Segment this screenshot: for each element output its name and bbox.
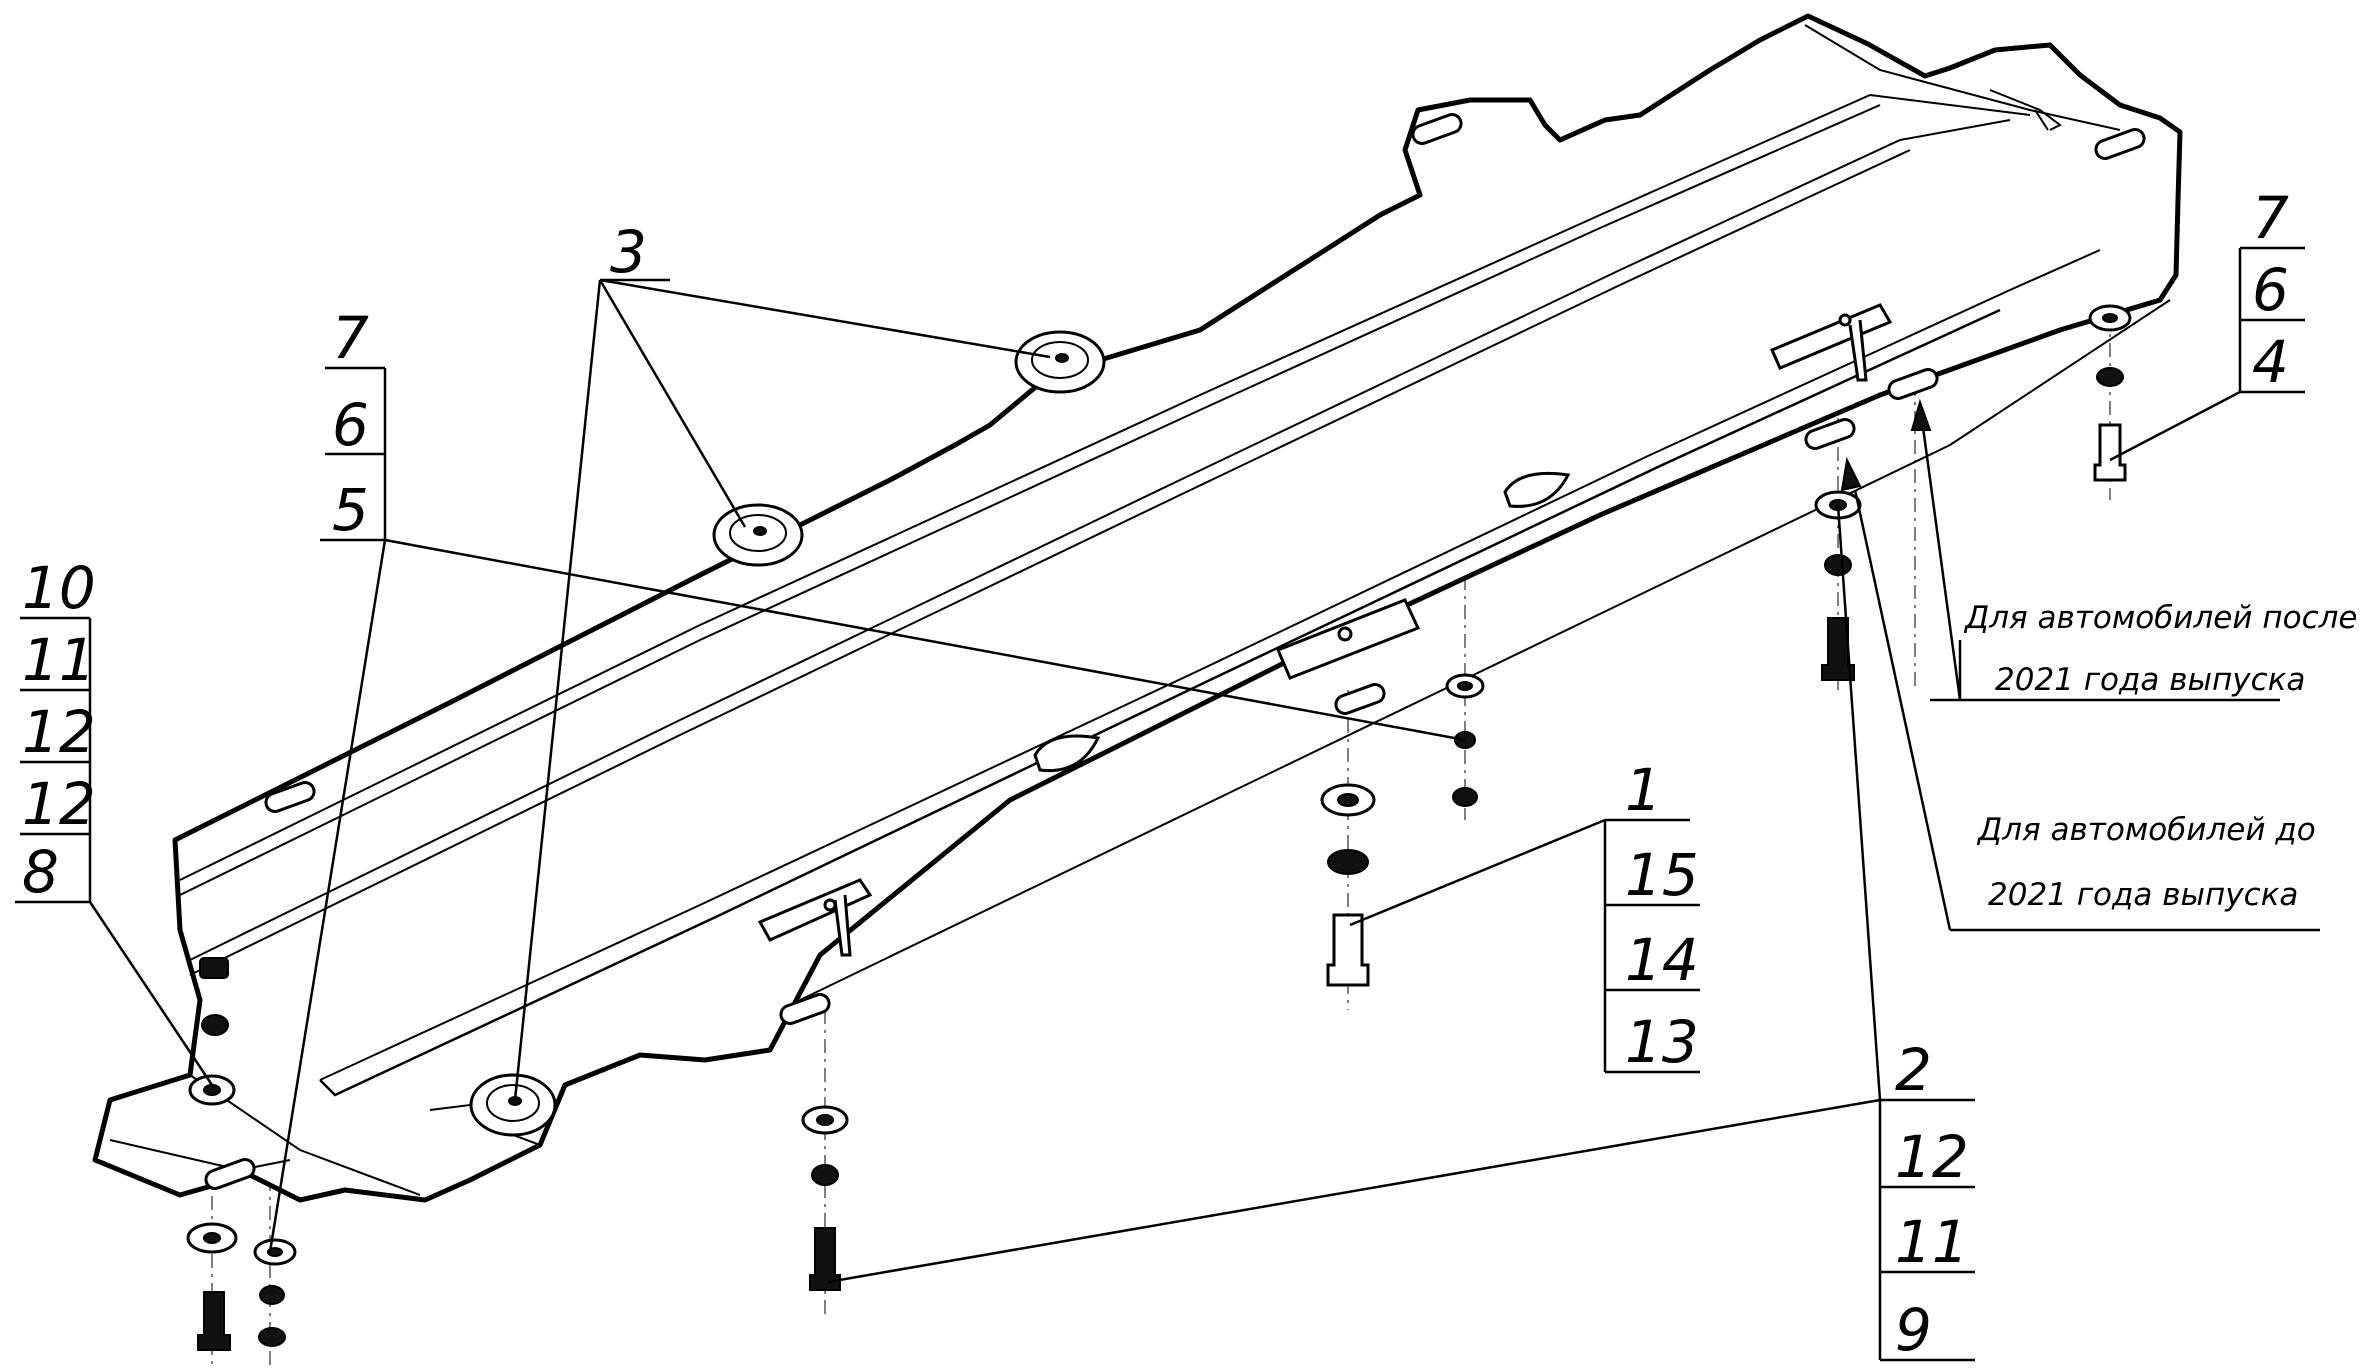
callout-7-6-5-left: 7 6 5 [320,304,387,544]
callout-bottom-right-0: 2 [1895,1036,1932,1104]
callout-left-upper-1: 6 [332,391,369,459]
callout-center-3: 13 [1625,1008,1699,1076]
note-after-2021: Для автомобилей после 2021 года выпуска [1958,600,2358,702]
callout-2-12-11-9: 2 12 11 9 [1878,1036,1975,1364]
callout-left-lower-2: 12 [22,698,96,766]
callout-3: 3 [600,218,670,286]
callout-right-2: 4 [2252,328,2289,396]
callout-left-upper-0: 7 [332,304,369,372]
callout-7-6-4-right: 7 6 4 [2238,184,2305,396]
nut-plate-center [1276,598,1421,680]
nut-plate-right [1770,303,1893,382]
callout-left-lower-4: 8 [22,838,59,906]
callout-bottom-right-2: 11 [1895,1208,1969,1276]
callout-bottom-right-3: 9 [1895,1296,1932,1364]
callout-center-1: 15 [1625,841,1699,909]
callout-center-0: 1 [1625,756,1662,824]
note-before-2021-line-1: Для автомобилей до [1976,812,2316,848]
callout-bottom-right-1: 12 [1895,1123,1969,1191]
callout-left-lower-1: 11 [22,626,96,694]
leader-lines [88,278,2241,1284]
callout-center-2: 14 [1625,926,1699,994]
callout-left-lower-0: 10 [22,554,96,622]
plate-outline [92,13,2183,1203]
note-before-2021: Для автомобилей до 2021 года выпуска [1950,812,2320,932]
callout-left-lower-3: 12 [22,770,96,838]
skid-plate [92,13,2183,1203]
note-after-2021-line-1: Для автомобилей после [1963,600,2358,636]
note-after-2021-line-2: 2021 года выпуска [1995,662,2305,698]
callout-right-0: 7 [2252,184,2289,252]
callout-top-center-0: 3 [610,218,647,286]
callout-1-15-14-13: 1 15 14 13 [1603,756,1700,1076]
nut-plate-left [757,878,873,957]
callout-10-11-12-12-8: 10 11 12 12 8 [15,554,96,906]
callout-right-1: 6 [2252,256,2289,324]
note-before-2021-line-2: 2021 года выпуска [1988,877,2298,913]
callout-left-upper-2: 5 [332,476,369,544]
